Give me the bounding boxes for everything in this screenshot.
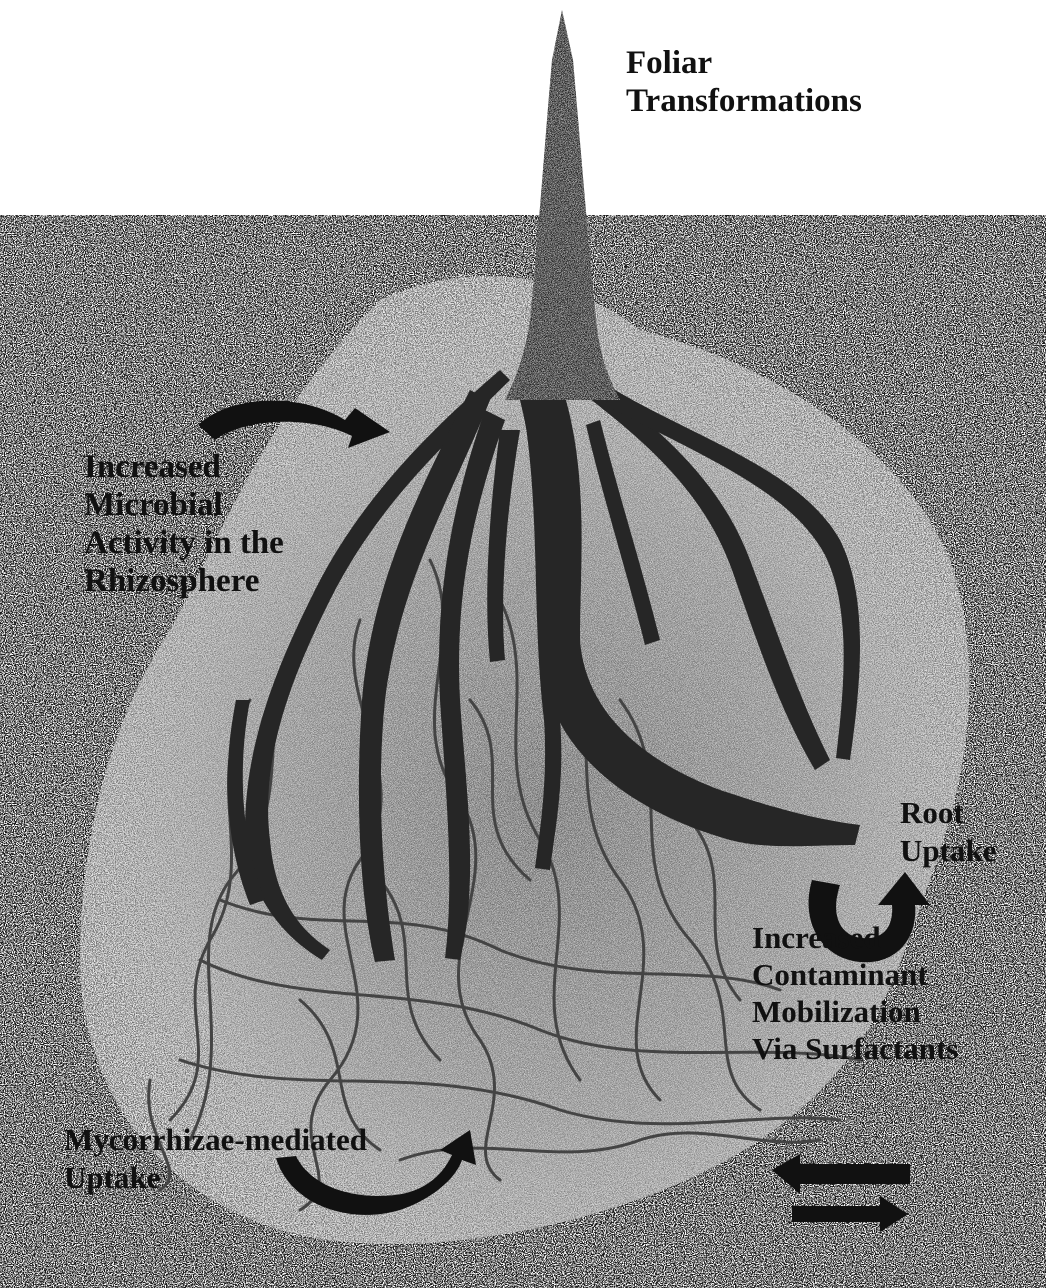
foliar-line-1: Foliar xyxy=(626,44,862,82)
microbial-activity-label: Increased Microbial Activity in the Rhiz… xyxy=(84,448,284,600)
microbial-line-2: Microbial xyxy=(84,486,284,524)
microbial-line-4: Rhizosphere xyxy=(84,562,284,600)
surfactant-mobilization-label: Increased Contaminant Mobilization Via S… xyxy=(752,919,958,1067)
microbial-line-3: Activity in the xyxy=(84,524,284,562)
root-uptake-label: Root Uptake xyxy=(900,794,996,870)
root-line-2: Uptake xyxy=(900,832,996,870)
surfactant-line-4: Via Surfactants xyxy=(752,1030,958,1067)
surfactant-line-3: Mobilization xyxy=(752,993,958,1030)
surfactant-line-2: Contaminant xyxy=(752,956,958,993)
foliar-transformations-label: Foliar Transformations xyxy=(626,44,862,120)
mycorrhizae-uptake-label: Mycorrhizae-mediated Uptake xyxy=(64,1121,367,1197)
myco-line-1: Mycorrhizae-mediated xyxy=(64,1121,367,1159)
microbial-line-1: Increased xyxy=(84,448,284,486)
root-line-1: Root xyxy=(900,794,996,832)
myco-line-2: Uptake xyxy=(64,1159,367,1197)
foliar-line-2: Transformations xyxy=(626,82,862,120)
surfactant-line-1: Increased xyxy=(752,919,958,956)
